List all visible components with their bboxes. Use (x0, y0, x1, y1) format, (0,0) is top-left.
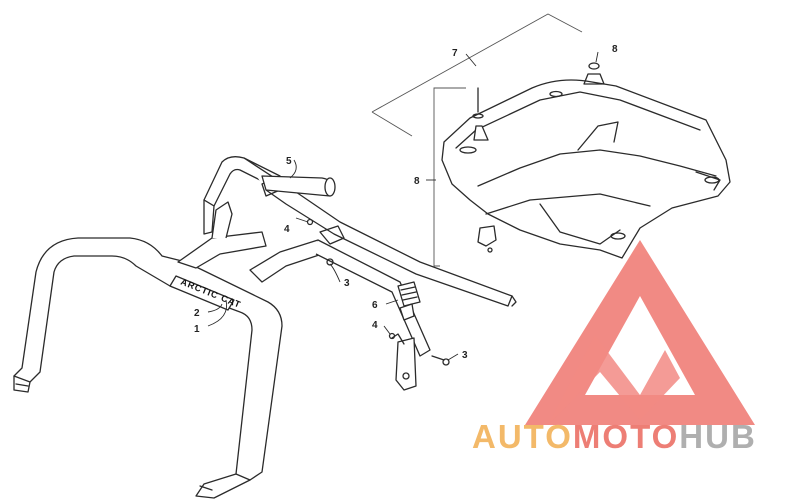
svg-text:AUTOMOTOHUB: AUTOMOTOHUB (472, 418, 757, 455)
bracket-part-8 (433, 87, 466, 267)
callout-8: 8 (612, 44, 618, 55)
callout-4: 4 (284, 224, 290, 235)
grab-bar (261, 175, 336, 197)
callout-7: 7 (452, 48, 458, 59)
callout-6: 6 (372, 300, 378, 311)
callout-3-lower: 3 (462, 350, 468, 361)
callout-5: 5 (286, 156, 292, 167)
callout-8-side: 8 (414, 176, 420, 187)
watermark-word-hub: HUB (679, 418, 757, 455)
watermark-m-shape (548, 335, 680, 425)
hardware-bolt-lower (388, 332, 450, 366)
callout-1: 1 (194, 324, 200, 335)
callout-4-lower: 4 (372, 320, 378, 331)
lower-mount-bracket (391, 333, 417, 391)
watermark-logo: AUTOMOTOHUB (472, 240, 757, 455)
watermark-word-auto: AUTO (472, 418, 573, 455)
bracket-part-7 (371, 13, 583, 137)
bar-padding (397, 281, 421, 321)
watermark-word-moto: MOTO (573, 418, 679, 455)
roof-hardware (472, 62, 605, 253)
callout-2: 2 (194, 308, 200, 319)
roof-panel (441, 79, 731, 259)
roll-cage-frame: ARCTIC CAT (13, 156, 517, 499)
leader-lines (207, 51, 599, 361)
callout-3: 3 (344, 278, 350, 289)
